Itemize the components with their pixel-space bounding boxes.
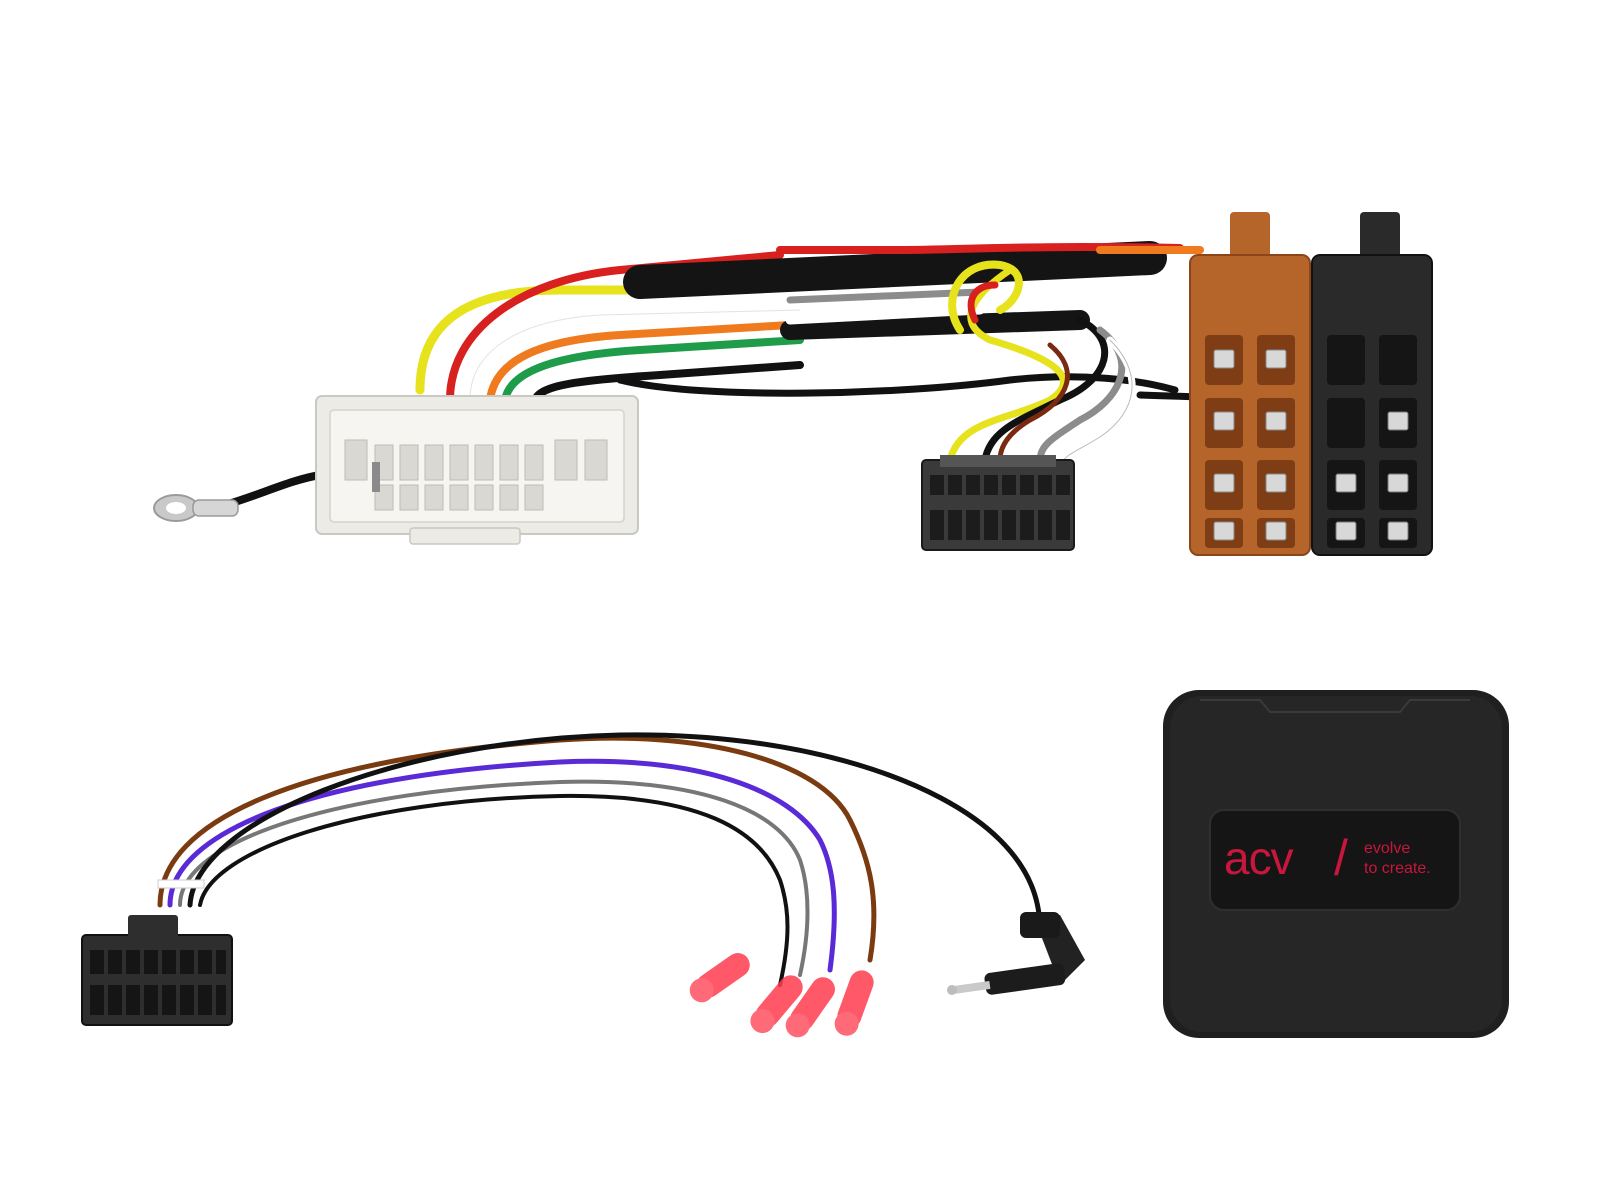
ring-terminal: [153, 494, 239, 522]
acv-logo: acv / evolve to create.: [1224, 830, 1454, 892]
top-harness: [153, 212, 1433, 556]
white-vehicle-connector: [315, 395, 639, 545]
iso-connector-black: [1311, 212, 1433, 556]
head-unit-connector-bottom: [81, 915, 233, 1026]
iso-connector-brown: [1189, 212, 1311, 556]
crimp-pins: [689, 953, 874, 1038]
logo-tagline-line2: to create.: [1364, 860, 1431, 877]
interface-box: [1163, 690, 1509, 1038]
logo-tagline-line1: evolve: [1364, 840, 1411, 857]
logo-panel: [1209, 809, 1461, 911]
logo-brand: acv: [1224, 832, 1294, 884]
audio-jack-plug: [947, 912, 1085, 995]
bottom-lead: [81, 732, 1085, 1038]
cable-tie: [157, 879, 205, 889]
logo-slash: /: [1334, 830, 1348, 886]
head-unit-connector-top: [921, 455, 1075, 551]
wire-loom: [221, 241, 1424, 509]
